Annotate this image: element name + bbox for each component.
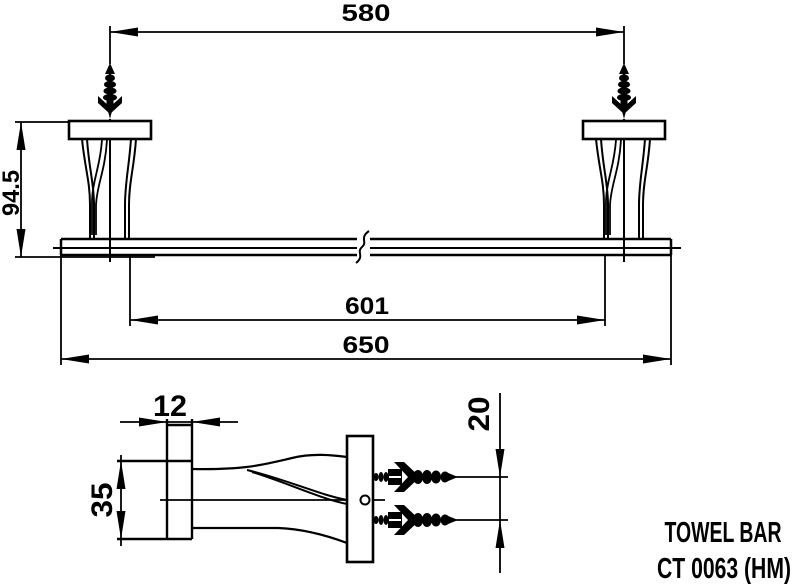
dim-inner-span: 601 [129, 256, 606, 326]
break-mark [355, 230, 370, 264]
right-bracket [581, 117, 667, 264]
dim-end-height: 35 [86, 455, 126, 546]
dim-end-height-label: 35 [86, 483, 119, 518]
model-code: CT 0063 (HM) [657, 553, 791, 585]
dim-overall-length: 650 [60, 255, 672, 365]
product-name: TOWEL BAR [665, 517, 782, 549]
front-view: 580 94.5 601 650 [0, 0, 681, 365]
screw-hole [359, 494, 371, 506]
dim-screw-spacing-label: 20 [463, 397, 496, 432]
dim-post-thickness-label: 12 [153, 390, 187, 423]
left-bracket [67, 117, 153, 264]
bracket-post-side [165, 419, 194, 539]
dim-mounting-span: 580 [109, 0, 625, 64]
lower-wall-anchor-icon [372, 504, 459, 536]
dim-bracket-height-label: 94.5 [0, 170, 25, 216]
side-view: 12 35 20 [86, 390, 508, 573]
left-wall-anchor-icon [97, 62, 123, 120]
upper-wall-anchor-icon [372, 461, 459, 493]
title-block: TOWEL BAR CT 0063 (HM) [657, 517, 791, 585]
right-wall-anchor-icon [611, 62, 637, 120]
dim-inner-span-label: 601 [345, 293, 389, 320]
towel-bar-rod [53, 230, 681, 264]
dim-post-thickness: 12 [120, 390, 238, 427]
dim-overall-length-label: 650 [343, 332, 390, 359]
dim-mounting-span-label: 580 [342, 0, 391, 27]
bar-end-side [117, 459, 192, 541]
bracket-body-side [191, 453, 348, 545]
dim-bracket-height: 94.5 [0, 121, 155, 258]
dim-screw-spacing: 20 [455, 393, 508, 573]
